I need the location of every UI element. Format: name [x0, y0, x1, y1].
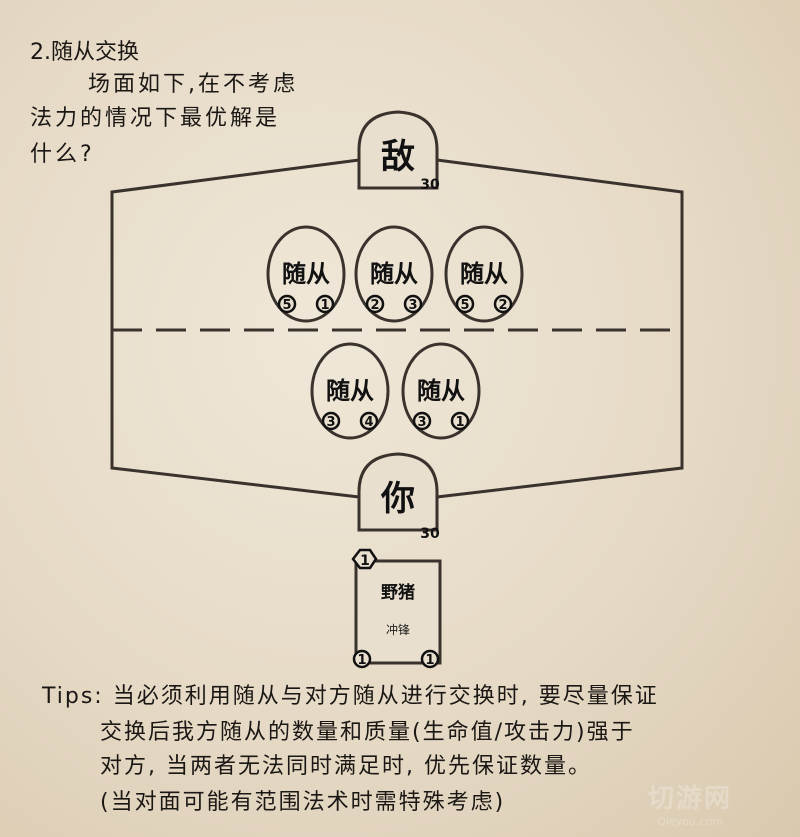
tip-line: 对方, 当两者无法同时满足时, 优先保证数量。 — [100, 754, 592, 779]
minion-attack: 2 — [370, 298, 379, 313]
watermark-name: 切游网 — [648, 784, 733, 814]
card-attack-badge — [352, 649, 372, 669]
your-hero-label: 你 — [380, 479, 415, 519]
minion-health-badge — [359, 411, 379, 431]
card-text: 冲锋 — [386, 622, 410, 637]
question-line: 场面如下,在不考虑 — [88, 72, 298, 97]
minion-attack-badge — [412, 411, 432, 431]
enemy-minion-3 — [444, 225, 524, 323]
minion-attack: 3 — [417, 415, 426, 430]
your-minion-1 — [310, 342, 390, 440]
tip-line: 交换后我方随从的数量和质量(生命值/攻击力)强于 — [100, 720, 635, 745]
watermark-url: Qieyou.com — [657, 815, 723, 828]
card-attack: 1 — [357, 653, 366, 668]
tip-line: (当对面可能有范围法术时需特殊考虑) — [100, 790, 506, 815]
watermark-logo: 切游网 Qieyou.com — [648, 778, 732, 828]
minion-health-badge — [315, 294, 335, 314]
minion-attack-badge — [365, 294, 385, 314]
enemy-hero-frame — [357, 110, 439, 190]
board-outline-top — [110, 158, 360, 499]
board-outline-top-right — [436, 158, 684, 499]
minion-health: 2 — [498, 298, 507, 313]
minion-health-badge — [450, 411, 470, 431]
card-cost-hex — [351, 548, 378, 570]
minion-attack: 5 — [282, 298, 291, 313]
your-hero-health: 30 — [420, 526, 440, 542]
question-line: 什么? — [30, 142, 95, 167]
minion-attack: 5 — [460, 298, 469, 313]
minion-health: 1 — [455, 415, 464, 430]
card-cost: 1 — [360, 553, 370, 569]
minion-health: 4 — [364, 415, 373, 430]
your-minion-2 — [401, 342, 481, 440]
minion-attack: 3 — [326, 415, 335, 430]
minion-label: 随从 — [417, 377, 465, 405]
card-health-badge — [420, 649, 440, 669]
minion-health-badge — [493, 294, 513, 314]
card-health: 1 — [425, 653, 434, 668]
minion-health: 3 — [408, 298, 417, 313]
minion-health-badge — [403, 294, 423, 314]
your-hero-frame — [357, 452, 439, 532]
minion-attack-badge — [277, 294, 297, 314]
card-name: 野猪 — [381, 582, 415, 603]
enemy-minion-2 — [354, 225, 434, 323]
question-line: 法力的情况下最优解是 — [30, 106, 281, 131]
card-frame — [354, 559, 442, 665]
minion-label: 随从 — [370, 260, 418, 288]
tip-line: Tips: 当必须利用随从与对方随从进行交换时, 要尽量保证 — [42, 684, 659, 709]
minion-attack-badge — [321, 411, 341, 431]
question-title: 2.随从交换 — [30, 40, 139, 65]
minion-health: 1 — [320, 298, 329, 313]
minion-attack-badge — [455, 294, 475, 314]
enemy-minion-1 — [266, 225, 346, 323]
minion-label: 随从 — [326, 377, 374, 405]
enemy-hero-health: 30 — [420, 177, 440, 193]
minion-label: 随从 — [282, 260, 330, 288]
enemy-hero-label: 敌 — [381, 137, 415, 177]
minion-label: 随从 — [460, 260, 508, 288]
